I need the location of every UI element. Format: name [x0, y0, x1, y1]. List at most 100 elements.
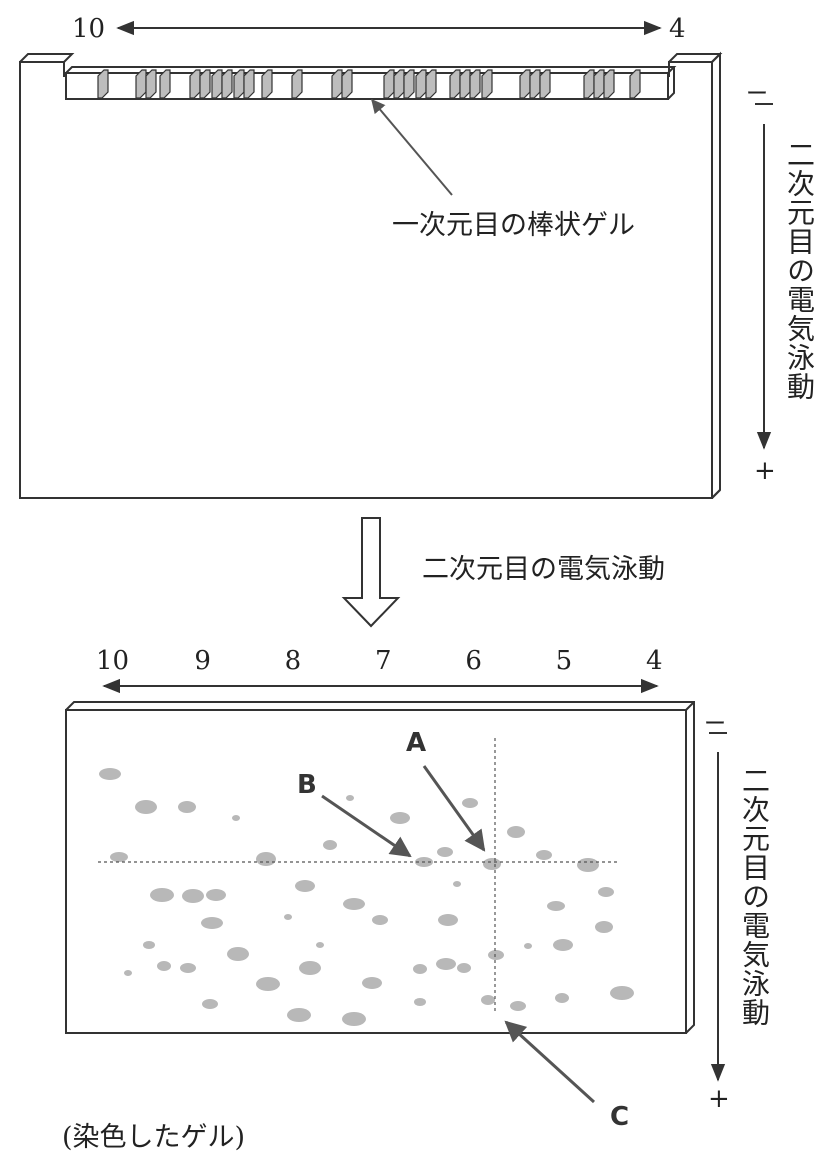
- protein-spot: [507, 826, 525, 838]
- protein-spot: [110, 852, 128, 862]
- protein-spot: [232, 815, 240, 821]
- transition-arrow: [341, 517, 401, 628]
- strip-band: [261, 69, 273, 99]
- top-gel: [19, 51, 723, 499]
- strip-band: [539, 69, 551, 99]
- protein-spot: [577, 858, 599, 872]
- protein-spot: [510, 1001, 526, 1011]
- strip-band: [97, 69, 109, 99]
- protein-spot: [524, 943, 532, 949]
- protein-spots: [99, 768, 634, 1026]
- protein-spot: [438, 914, 458, 926]
- marker-a-label: A: [406, 728, 427, 758]
- strip-band: [135, 69, 147, 99]
- protein-spot: [483, 858, 501, 870]
- strip-band: [243, 69, 255, 99]
- protein-spot: [555, 993, 569, 1003]
- protein-spot: [287, 1008, 311, 1022]
- protein-spot: [227, 947, 249, 961]
- protein-spot: [206, 889, 226, 901]
- protein-spot: [437, 847, 453, 857]
- protein-spot: [362, 977, 382, 989]
- protein-spot: [201, 917, 223, 929]
- protein-spot: [256, 852, 276, 866]
- protein-spot: [99, 768, 121, 780]
- marker-c-label: C: [610, 1102, 630, 1132]
- protein-spot: [343, 898, 365, 910]
- marker-b-label: B: [297, 770, 317, 800]
- strip-pointer-arrow: [371, 98, 453, 196]
- protein-spot: [180, 963, 196, 973]
- protein-spot: [202, 999, 218, 1009]
- strip-band: [159, 69, 171, 99]
- strip-band: [199, 69, 211, 99]
- top-ph-left-label: 10: [72, 14, 106, 44]
- strip-band: [481, 69, 493, 99]
- ph-tick-label: 5: [555, 646, 573, 676]
- strip-band: [291, 69, 303, 99]
- protein-spot: [414, 998, 426, 1006]
- ph-tick-label: 4: [646, 646, 663, 676]
- strip-band: [383, 69, 395, 99]
- ph-tick-label: 9: [194, 646, 211, 676]
- protein-spot: [553, 939, 573, 951]
- strip-band: [459, 69, 471, 99]
- protein-spot: [346, 795, 354, 801]
- ph-tick-label: 8: [284, 646, 302, 676]
- protein-spot: [372, 915, 388, 925]
- protein-spot: [547, 901, 565, 911]
- protein-spot: [342, 1012, 366, 1026]
- protein-spot: [135, 800, 157, 814]
- protein-spot: [316, 942, 324, 948]
- strip-band: [603, 69, 615, 99]
- strip-band: [529, 69, 541, 99]
- protein-spot: [150, 888, 174, 902]
- top-minus-sign: ー: [746, 82, 769, 107]
- strip-band: [211, 69, 223, 99]
- strip-band: [425, 69, 437, 99]
- strip-band: [189, 69, 201, 99]
- strip-band: [403, 69, 415, 99]
- strip-band: [629, 69, 641, 99]
- bottom-plus-sign: +: [708, 1084, 730, 1114]
- top-ph-right-label: 4: [669, 14, 686, 44]
- ph-tick-label: 10: [96, 646, 130, 676]
- strip-bands: [97, 69, 641, 99]
- ph-tick-label: 6: [465, 646, 482, 676]
- protein-spot: [595, 921, 613, 933]
- top-axis-title: 二次元目の電気泳動: [783, 140, 816, 401]
- protein-spot: [453, 881, 461, 887]
- protein-spot: [299, 961, 321, 975]
- protein-spot: [284, 914, 292, 920]
- protein-spot: [182, 889, 204, 903]
- strip-band: [415, 69, 427, 99]
- strip-band: [519, 69, 531, 99]
- strip-band: [449, 69, 461, 99]
- gel-caption: (染色したゲル): [62, 1122, 246, 1153]
- transition-label: 二次元目の電気泳動: [422, 554, 665, 585]
- protein-spot: [610, 986, 634, 1000]
- top-gel-front: [19, 61, 713, 499]
- strip-band: [221, 69, 233, 99]
- protein-spot: [390, 812, 410, 824]
- strip-band: [233, 69, 245, 99]
- protein-spot: [457, 963, 471, 973]
- protein-spot: [488, 950, 504, 960]
- protein-spot: [157, 961, 171, 971]
- protein-spot: [462, 798, 478, 808]
- protein-spot: [256, 977, 280, 991]
- bottom-minus-sign: ー: [704, 712, 727, 737]
- protein-spot: [536, 850, 552, 860]
- protein-spot: [295, 880, 315, 892]
- strip-band: [331, 69, 343, 99]
- strip-label: 一次元目の棒状ゲル: [392, 210, 635, 241]
- strip-band: [583, 69, 595, 99]
- marker-a-arrow: [422, 765, 486, 852]
- strip-band: [145, 69, 157, 99]
- strip-band: [593, 69, 605, 99]
- protein-spot: [143, 941, 155, 949]
- protein-spot: [124, 970, 132, 976]
- bottom-axis-title: 二次元目の電気泳動: [738, 766, 771, 1027]
